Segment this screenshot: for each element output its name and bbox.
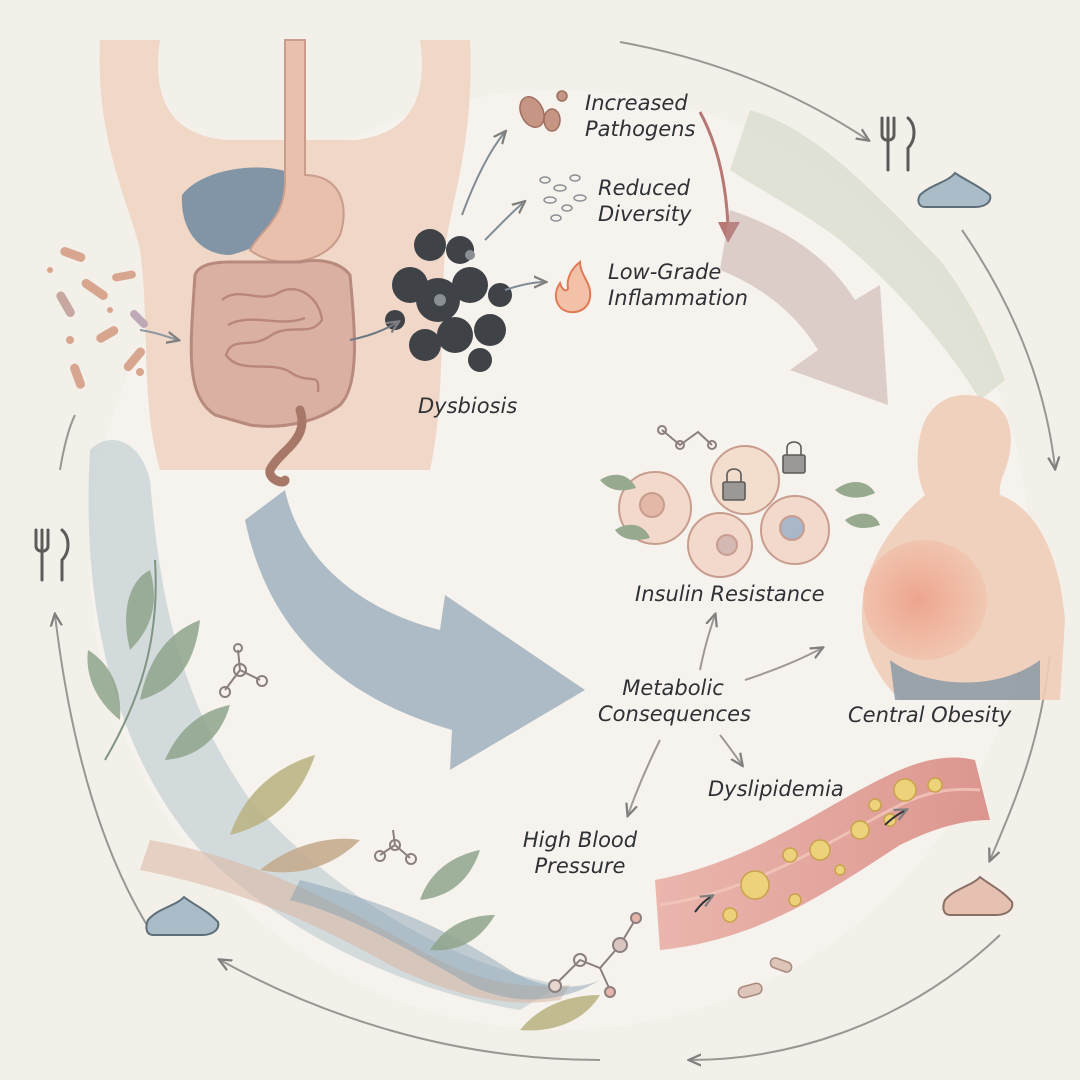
central-obesity-label: Central Obesity [848,703,1012,727]
capsule-icon [737,957,793,999]
metabolic-consequences-label: Metabolic Consequences [598,676,751,726]
pathogen-icon [519,90,568,132]
leaf-sprig [600,474,880,540]
lock-icon [722,441,806,501]
flame-icon [554,260,592,314]
insulin-resistance-label: Insulin Resistance [635,582,825,606]
high-blood-pressure-label: High Blood Pressure [522,828,638,878]
bacteria-icon [47,247,148,389]
low-grade-inflammation-label: Low-Grade Inflammation [608,260,748,310]
sneaker-icon [145,895,220,936]
blood-vessel [655,757,990,950]
fork-knife-icon [880,116,916,172]
wide-arrow-right [720,210,888,405]
cycle-ring [55,41,1055,1060]
dyslipidemia-label: Dyslipidemia [708,777,844,801]
obese-figure [861,395,1065,700]
sneaker-icon [917,171,992,208]
fork-knife-icon [34,528,70,582]
increased-pathogens-label: Increased Pathogens [585,91,696,141]
molecule-icon [219,425,717,998]
leaf-icon [87,570,600,1031]
wide-arrow-blue [245,490,585,770]
fat-cells [618,445,830,578]
dysbiosis-cluster [385,229,512,372]
torso [99,39,471,487]
reduced-diversity-label: Reduced Diversity [598,176,692,226]
diversity-icon [539,174,587,222]
curved-arrow-down [698,111,730,226]
dysbiosis-label: Dysbiosis [418,394,518,418]
sneaker-icon [942,875,1014,916]
